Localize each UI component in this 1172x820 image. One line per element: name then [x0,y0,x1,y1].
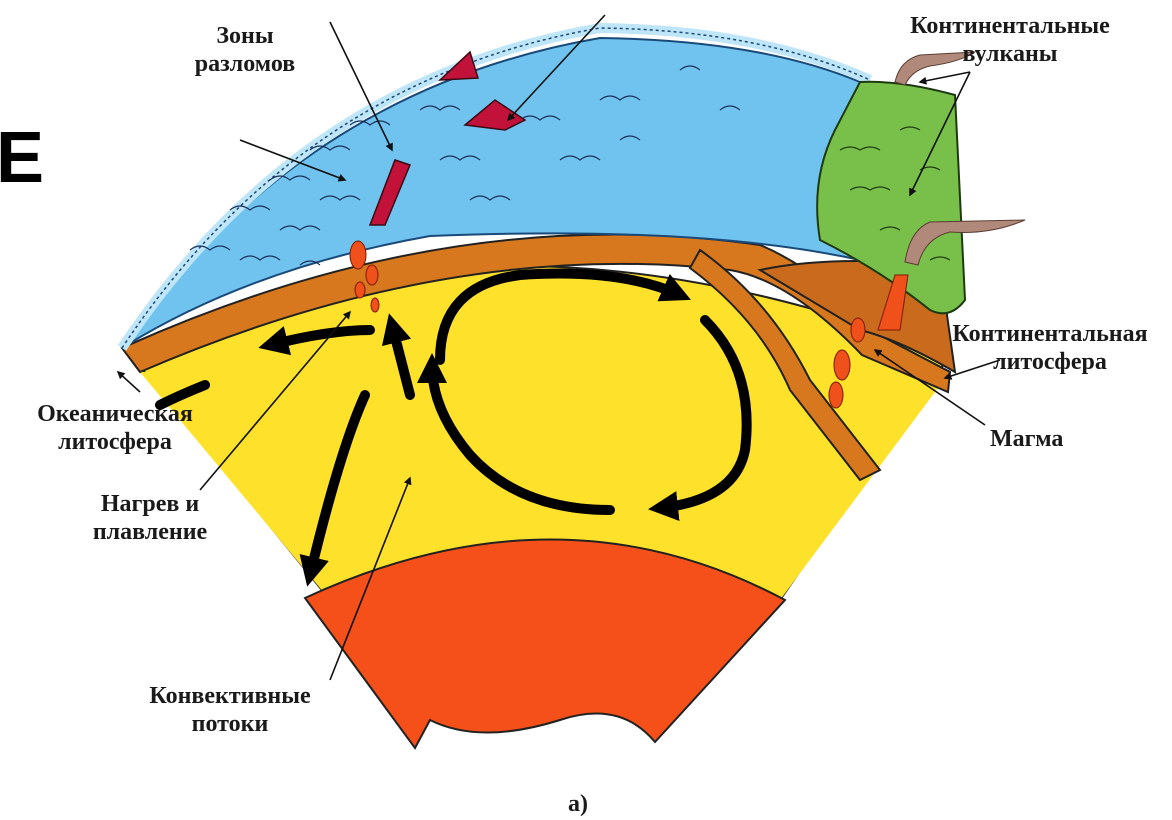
label-continental-volcanoes: Континентальные вулканы [870,12,1150,68]
label-convection-flows-line1: Конвективные [130,682,330,710]
label-heating-melting-line2: плавление [70,518,230,546]
caption: а) [568,790,588,818]
label-fault-zones-line2: разломов [175,50,315,78]
label-oceanic-lithosphere-line2: литосфера [10,428,220,456]
label-continental-volcanoes-line2: вулканы [870,40,1150,68]
label-continental-lithosphere-line2: литосфера [935,348,1165,376]
label-continental-lithosphere-line1: Континентальная [935,320,1165,348]
label-continental-volcanoes-line1: Континентальные [870,12,1150,40]
label-fault-zones-line1: Зоны [175,22,315,50]
label-heating-melting-line1: Нагрев и [70,490,230,518]
label-heating-melting: Нагрев и плавление [70,490,230,546]
label-convection-flows-line2: потоки [130,710,330,738]
label-convection-flows: Конвективные потоки [130,682,330,738]
label-magma: Магма [990,425,1063,453]
label-oceanic-lithosphere: Океаническая литосфера [10,400,220,456]
side-letter: E [0,118,44,198]
label-continental-lithosphere: Континентальная литосфера [935,320,1165,376]
outer-core [305,539,785,748]
label-fault-zones: Зоны разломов [175,22,315,78]
label-oceanic-lithosphere-line1: Океаническая [10,400,220,428]
